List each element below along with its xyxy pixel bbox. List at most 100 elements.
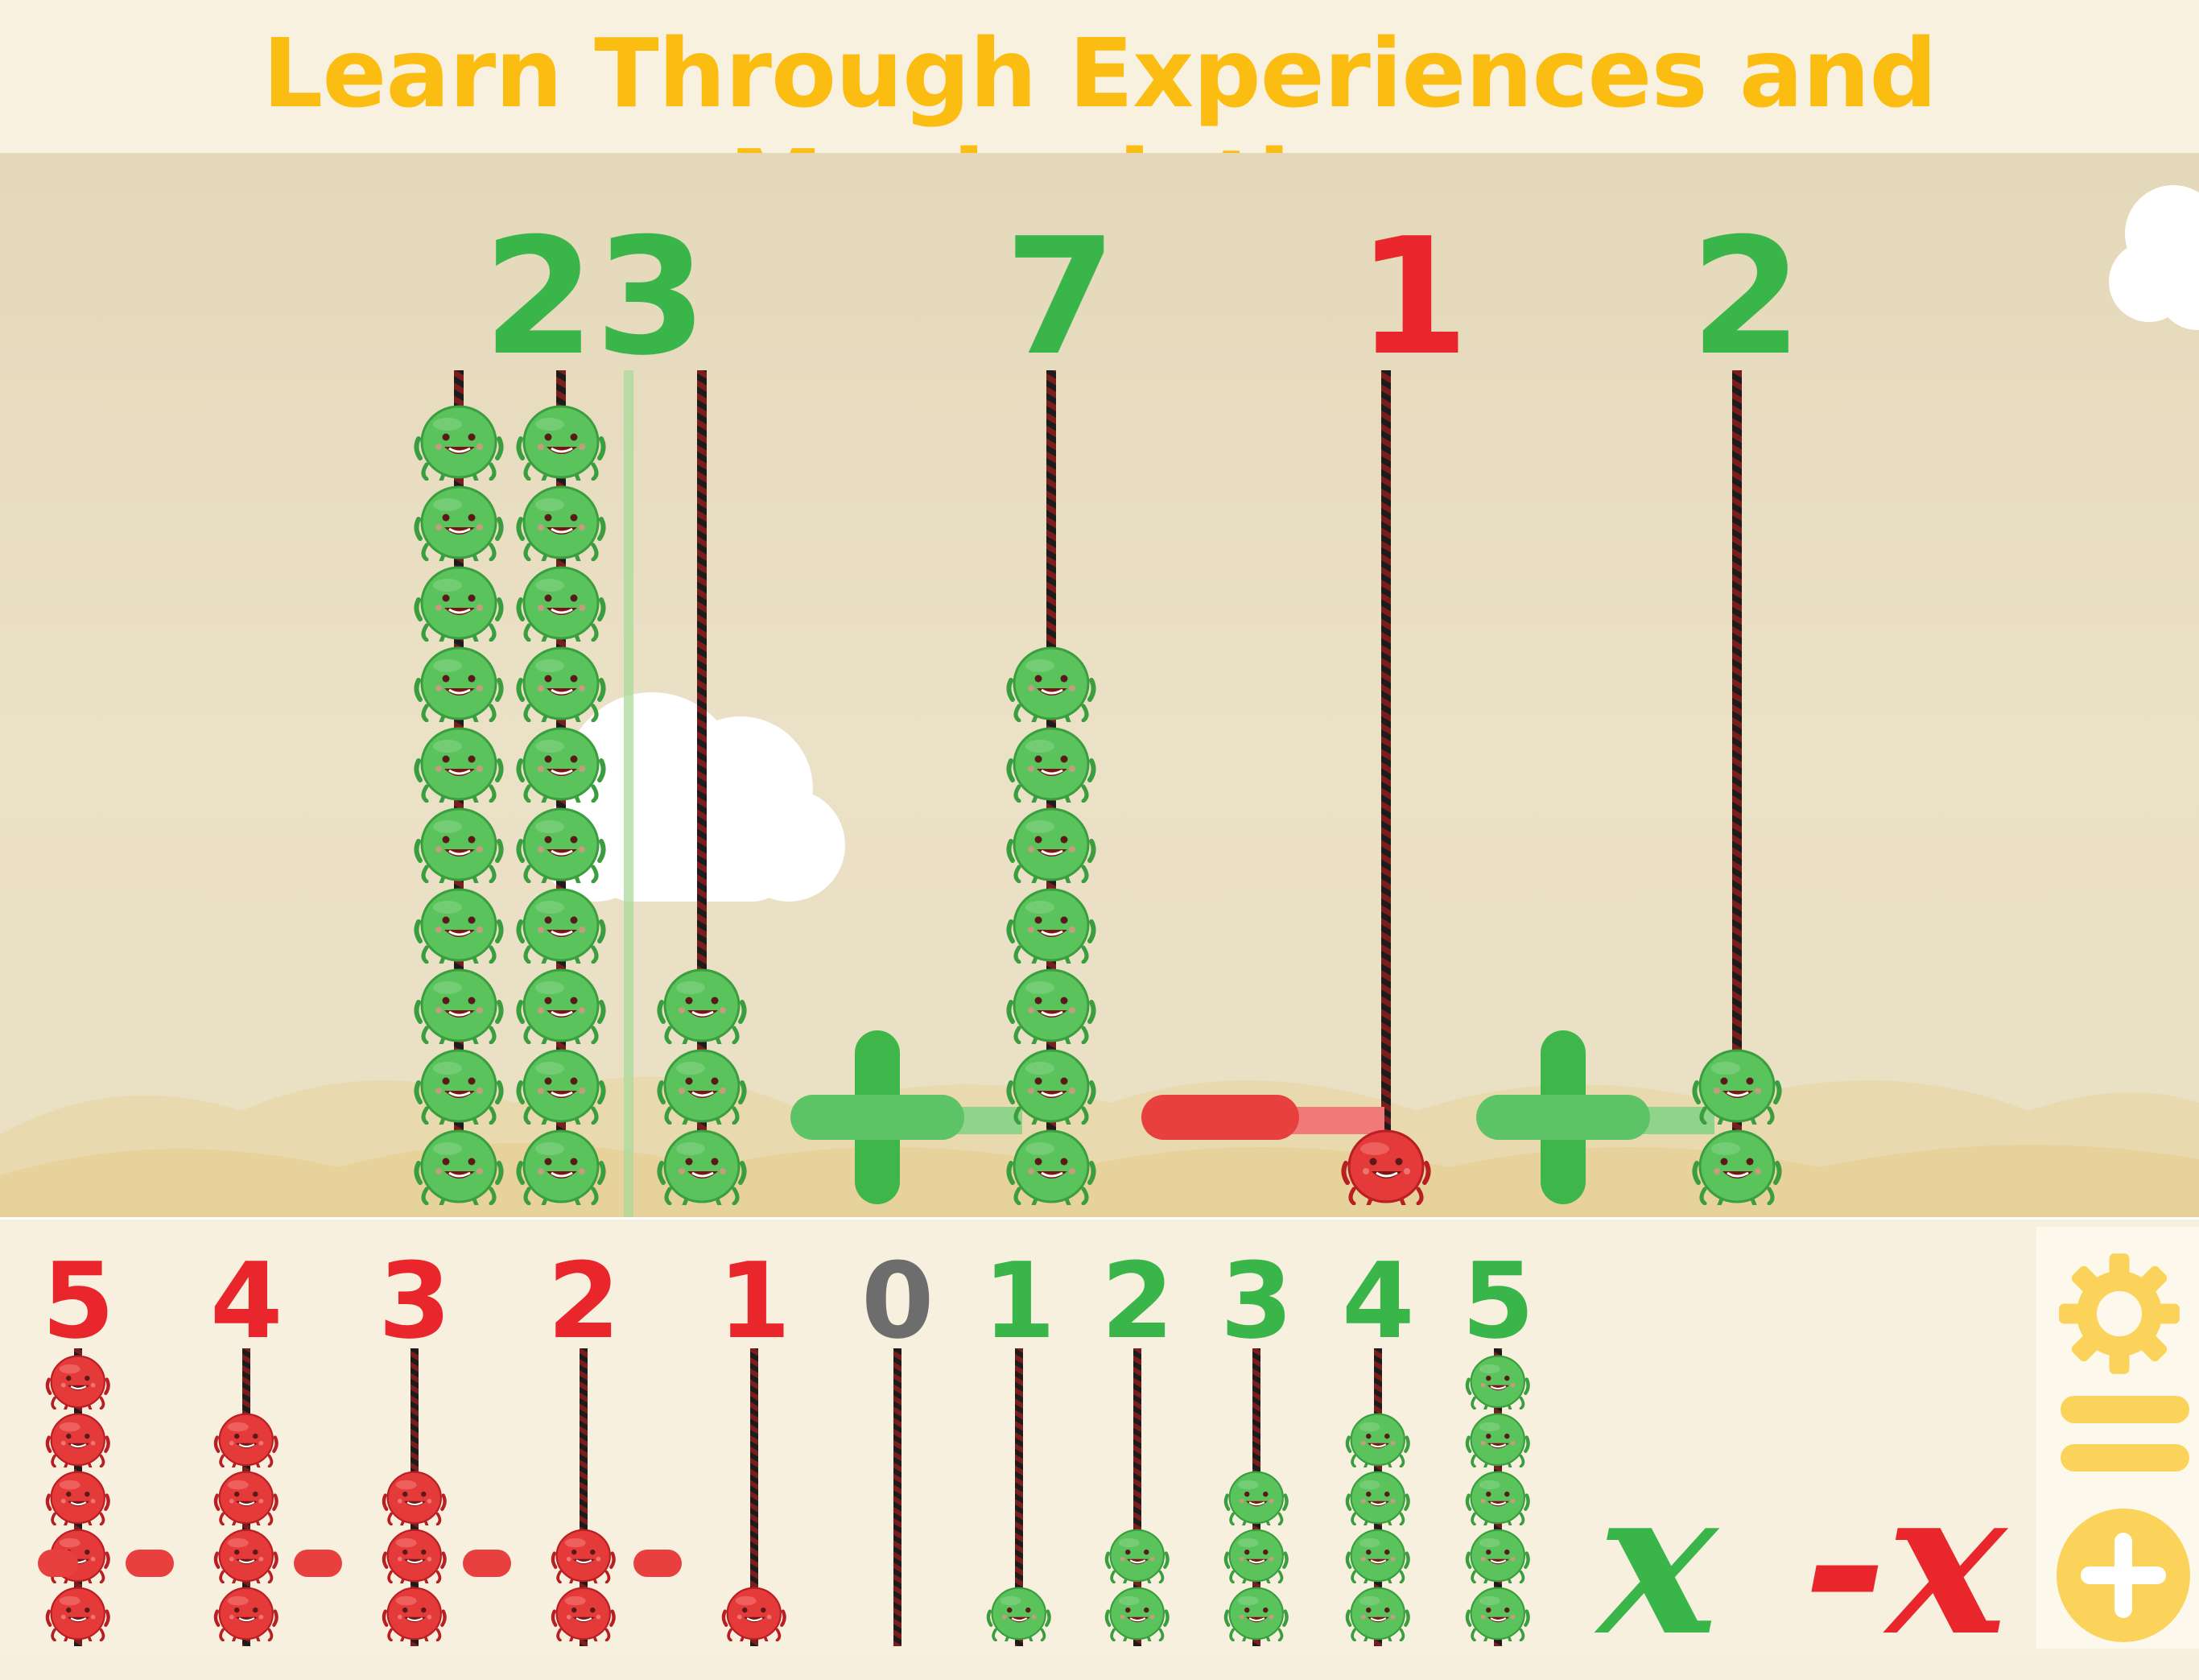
negative-bead[interactable] (1339, 1125, 1433, 1205)
palette-number-label: 1 (718, 1240, 791, 1362)
palette-number-label: 1 (983, 1240, 1056, 1362)
palette-rod-stripes (580, 1348, 588, 1646)
positive-bead[interactable] (1005, 642, 1098, 722)
positive-bead[interactable] (514, 1044, 608, 1125)
header-banner: Learn Through Experiences and Manipulati… (0, 0, 2199, 240)
positive-bead[interactable] (412, 481, 505, 561)
positive-bead[interactable] (514, 722, 608, 803)
palette-bead[interactable] (1344, 1525, 1412, 1583)
palette-bead[interactable] (550, 1525, 617, 1583)
palette-bead[interactable] (550, 1583, 617, 1641)
positive-bead[interactable] (1005, 883, 1098, 964)
group-value-2: 2 (1690, 204, 1803, 391)
palette-bead[interactable] (212, 1525, 280, 1583)
minus-marker (633, 1550, 682, 1577)
positive-bead[interactable] (412, 400, 505, 481)
plus-operator[interactable] (1476, 1030, 1650, 1204)
positive-bead[interactable] (514, 883, 608, 964)
workspace[interactable]: 23 7 1 2 (0, 153, 2199, 1217)
positive-bead[interactable] (514, 803, 608, 883)
palette-bead[interactable] (1344, 1583, 1412, 1641)
palette-rod-stripes (1133, 1348, 1141, 1646)
palette-bead[interactable] (381, 1525, 448, 1583)
palette-bead[interactable] (1464, 1583, 1532, 1641)
positive-bead[interactable] (412, 1044, 505, 1125)
positive-bead[interactable] (412, 1125, 505, 1205)
palette-bead[interactable] (1344, 1410, 1412, 1467)
gear-icon[interactable] (2057, 1251, 2182, 1377)
positive-bead[interactable] (1005, 1044, 1098, 1125)
cloud (539, 692, 845, 902)
palette-bead[interactable] (212, 1583, 280, 1641)
positive-bead[interactable] (1005, 722, 1098, 803)
palette-bead[interactable] (1104, 1525, 1171, 1583)
group-value-23: 23 (483, 204, 708, 391)
positive-bead[interactable] (1005, 803, 1098, 883)
palette-bead[interactable] (44, 1467, 112, 1525)
palette-number-label: 3 (378, 1240, 452, 1362)
positive-bead[interactable] (412, 883, 505, 964)
positive-bead[interactable] (1690, 1125, 1784, 1205)
palette-bead[interactable] (44, 1583, 112, 1641)
variable-x-tile[interactable]: x (1598, 1443, 1718, 1680)
palette-bead[interactable] (381, 1583, 448, 1641)
positive-bead[interactable] (655, 1044, 749, 1125)
palette-bead[interactable] (1223, 1467, 1290, 1525)
workspace-beads[interactable] (0, 153, 2199, 1217)
palette-bead[interactable] (1464, 1410, 1532, 1467)
palette-bead[interactable] (44, 1410, 112, 1467)
rod-stripes (1732, 370, 1742, 1197)
operator-bridge (1288, 1107, 1384, 1134)
palette-bead[interactable] (985, 1583, 1053, 1641)
palette-bead[interactable] (1464, 1525, 1532, 1583)
positive-bead[interactable] (412, 642, 505, 722)
palette-bead[interactable] (1223, 1583, 1290, 1641)
palette-bead[interactable] (1464, 1352, 1532, 1410)
palette-bead[interactable] (1104, 1583, 1171, 1641)
minus-operator[interactable] (1141, 1093, 1299, 1141)
plus-operator[interactable] (790, 1030, 964, 1204)
group-value-7: 7 (1005, 204, 1117, 391)
palette-rod-stripes (1015, 1348, 1023, 1646)
positive-bead[interactable] (1005, 964, 1098, 1044)
palette-number-label: 5 (42, 1240, 115, 1362)
group-value-1: 1 (1357, 204, 1470, 391)
minus-marker (126, 1550, 174, 1577)
positive-bead[interactable] (514, 1125, 608, 1205)
positive-bead[interactable] (514, 400, 608, 481)
palette-bead[interactable] (1223, 1525, 1290, 1583)
palette-rod-stripes (750, 1348, 758, 1646)
palette-number-label: 4 (1342, 1240, 1415, 1362)
positive-bead[interactable] (412, 803, 505, 883)
cloud (2109, 185, 2199, 330)
palette-bead[interactable] (212, 1467, 280, 1525)
palette-bead[interactable] (381, 1467, 448, 1525)
palette-bead[interactable] (1464, 1467, 1532, 1525)
variable-negative-x-tile[interactable]: -x (1803, 1443, 2007, 1680)
positive-bead[interactable] (655, 964, 749, 1044)
positive-bead[interactable] (655, 1125, 749, 1205)
palette-bead[interactable] (720, 1583, 788, 1641)
plus-icon[interactable] (2057, 1509, 2190, 1642)
palette-bead[interactable] (212, 1410, 280, 1467)
positive-bead[interactable] (412, 964, 505, 1044)
positive-bead[interactable] (412, 722, 505, 803)
sidebar (2036, 1227, 2199, 1649)
equals-icon[interactable] (2061, 1396, 2189, 1473)
palette-number-label: 3 (1220, 1240, 1293, 1362)
positive-bead[interactable] (514, 964, 608, 1044)
positive-bead[interactable] (1005, 1125, 1098, 1205)
rod-stripes (1381, 370, 1391, 1197)
positive-bead[interactable] (514, 642, 608, 722)
positive-bead[interactable] (412, 561, 505, 642)
minus-marker (463, 1550, 511, 1577)
positive-bead[interactable] (514, 481, 608, 561)
palette-number-label: 0 (861, 1240, 934, 1362)
palette-bead[interactable] (1344, 1467, 1412, 1525)
palette-beads (0, 1220, 2036, 1651)
positive-bead[interactable] (1690, 1044, 1784, 1125)
positive-bead[interactable] (514, 561, 608, 642)
palette-bead[interactable] (44, 1352, 112, 1410)
palette-number-label: 4 (210, 1240, 283, 1362)
